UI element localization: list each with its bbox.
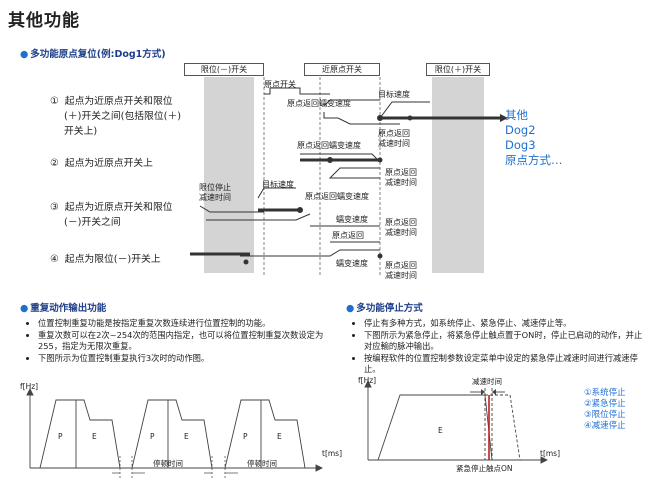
annotation-decel-2: 原点返回减速时间 (385, 168, 417, 187)
stop-chart-xlabel: t[ms] (540, 449, 561, 458)
annotation-creep-speed-4: 蠕变速度 (336, 259, 368, 268)
repeat-chart-ylabel: f[Hz] (20, 382, 39, 391)
legend-item: ②紧急停止 (584, 399, 626, 409)
legend-item: ①系统停止 (584, 388, 626, 398)
section-title-repeat: ●重复动作输出功能 (20, 303, 107, 314)
bullet-dot-icon: ● (346, 303, 355, 314)
repeat-p-3: P (243, 432, 248, 441)
legend-item: ③限位停止 (584, 410, 626, 420)
bullet-dot-icon: ● (20, 303, 29, 314)
bullet-dot-icon: ● (20, 49, 29, 60)
section-title-multi-origin: ●多功能原点复位(例:Dog1方式) (20, 46, 166, 60)
stop-chart-e: E (438, 426, 443, 435)
repeat-chart-xlabel: t[ms] (322, 449, 343, 458)
annotation-creep-3: 原点返回蠕变速度 (305, 192, 369, 201)
repeat-pause-2: 停顿时间 (247, 459, 277, 468)
annotation-creep-1: 原点返回蠕变速度 (287, 99, 351, 108)
stop-legend: ①系统停止 ②紧急停止 ③限位停止 ④减速停止 (584, 388, 626, 432)
annotation-decel-3: 原点返回减速时间 (385, 218, 417, 237)
annotation-target-speed-1: 目标速度 (378, 90, 410, 99)
annotation-decel-4: 原点返回减速时间 (385, 261, 417, 280)
annotation-origin-switch: 原点开关 (264, 80, 296, 89)
limit-minus-zone (204, 77, 254, 273)
repeat-e-1: E (92, 432, 97, 441)
stop-chart-ylabel: f[Hz] (358, 376, 377, 385)
other-mode-item: 原点方式… (505, 153, 563, 167)
bullet-item: 下图所示为紧急停止，将紧急停止触点置于ON时，停止已启动的动作，并止对应輸的脉冲… (364, 330, 644, 353)
stop-decel-time: 减速时间 (472, 377, 502, 386)
bullet-item: 下图所示为位置控制重复执行3次时的动作图。 (38, 353, 326, 365)
repeat-pause-1: 停顿时间 (153, 459, 183, 468)
repeat-e-3: E (277, 432, 282, 441)
annotation-origin-return-4: 原点返回 (332, 231, 364, 240)
bullet-item: 位置控制重复功能是按指定重复次数连续进行位置控制的功能。 (38, 318, 326, 330)
annotation-decel-1: 原点返回减速时间 (378, 129, 410, 148)
other-mode-item: 其他 (505, 108, 528, 122)
stop-bullets: 停止有多种方式，如系统停止、紧急停止、减速停止等。 下图所示为紧急停止，将紧急停… (352, 318, 644, 376)
section-title-text: 多功能原点复位(例:Dog1方式) (30, 49, 166, 60)
other-mode-item: Dog3 (505, 138, 536, 152)
bullet-item: 重复次数可以在2次~254次的范围内指定，也可以将位置控制重复次数设定为255，… (38, 330, 326, 353)
repeat-bullets: 位置控制重复功能是按指定重复次数连续进行位置控制的功能。 重复次数可以在2次~2… (26, 318, 326, 364)
page-title: 其他功能 (8, 11, 80, 31)
repeat-p-1: P (58, 432, 63, 441)
bullet-item: 停止有多种方式，如系统停止、紧急停止、减速停止等。 (364, 318, 644, 330)
repeat-p-2: P (150, 432, 155, 441)
region-label-near-origin: 近原点开关 (304, 63, 380, 76)
bullet-item: 按编程软件的位置控制参数设定菜单中设定的紧急停止减速时间进行减速停止。 (364, 353, 644, 376)
annotation-creep-2: 原点返回蠕变速度 (297, 141, 361, 150)
other-modes-list: 其他 Dog2 Dog3 原点方式… (505, 108, 563, 168)
annotation-creep-speed-3: 蠕变速度 (336, 215, 368, 224)
region-label-limit-plus: 限位(＋)开关 (426, 63, 490, 76)
section-title-stop: ●多功能停止方式 (346, 303, 423, 314)
annotation-target-speed-3: 目标速度 (262, 180, 294, 189)
limit-plus-zone (432, 77, 484, 273)
annotation-limit-stop: 限位停止减速时间 (199, 183, 231, 202)
repeat-e-2: E (184, 432, 189, 441)
legend-item: ④减速停止 (584, 421, 626, 431)
region-label-limit-minus: 限位(－)开关 (184, 63, 264, 76)
stop-trigger-label: 紧急停止触点ON (456, 464, 513, 473)
other-mode-item: Dog2 (505, 123, 536, 137)
